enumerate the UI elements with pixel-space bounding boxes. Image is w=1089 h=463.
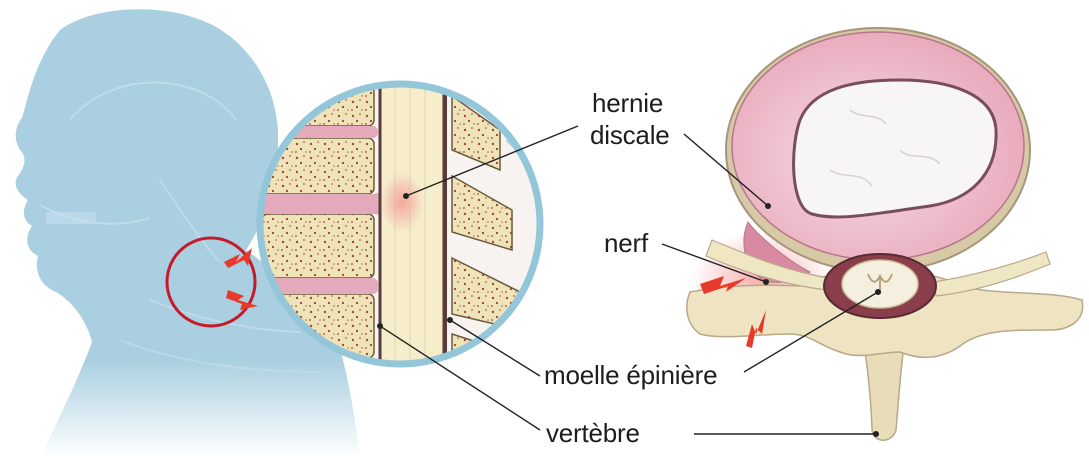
intervertebral-disc (262, 126, 378, 138)
axial-vertebra-view (687, 28, 1083, 440)
vertebral-body (262, 138, 374, 194)
herniated-disc-bulge (262, 193, 398, 215)
label-hernia-line2: discale (590, 120, 670, 150)
spinal-canal (380, 80, 444, 380)
label-vertebra: vertèbre (546, 418, 640, 448)
label-hernia-line1: hernie (592, 88, 663, 118)
nerve-root (934, 252, 1050, 296)
label-spinal-cord: moelle épinière (544, 360, 717, 390)
label-nerve: nerf (604, 228, 648, 258)
vertebral-body (262, 214, 374, 278)
